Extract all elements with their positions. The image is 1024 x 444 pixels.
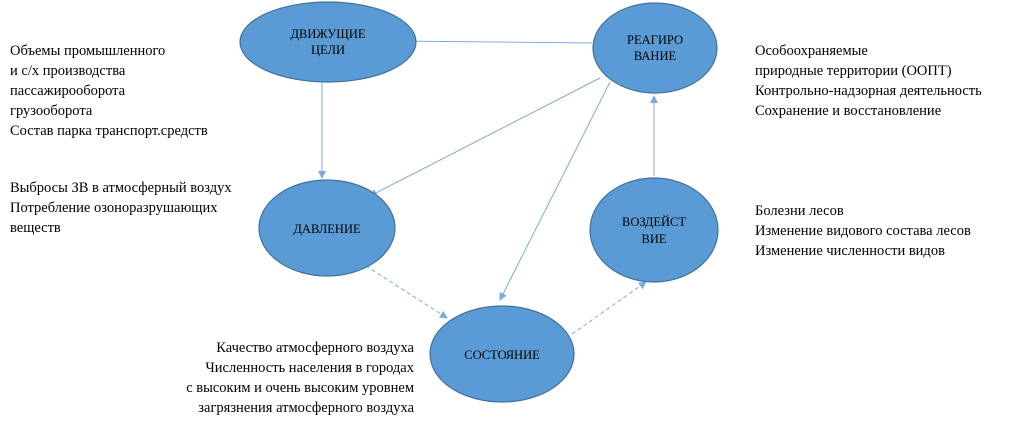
annotation-line: Сохранение и восстановление — [755, 103, 942, 119]
annotation-line: Состав парка транспорт.средств — [10, 123, 208, 139]
annotation-line: Контрольно-надзорная деятельность — [755, 83, 982, 99]
annotation-line: веществ — [10, 220, 61, 236]
annotation-line: Выбросы ЗВ в атмосферный воздух — [10, 180, 232, 196]
state-annotation: Качество атмосферного воздуха Численност… — [186, 338, 414, 418]
annotation-line: грузооборота — [10, 103, 93, 119]
annotation-line: Особоохраняемые — [755, 43, 868, 59]
node-driving-forces-label-2: ЦЕЛИ — [311, 43, 345, 57]
impact-annotation: Болезни лесов Изменение видового состава… — [755, 201, 971, 261]
node-state-label: СОСТОЯНИЕ — [464, 348, 540, 362]
node-impact-label-1: ВОЗДЕЙСТ — [622, 215, 686, 229]
arrow-response-to-state — [499, 81, 611, 301]
node-impact: ВОЗДЕЙСТ ВИЕ — [589, 177, 719, 283]
response-annotation: Особоохраняемые природные территории (ОО… — [755, 41, 982, 121]
node-state: СОСТОЯНИЕ — [429, 305, 575, 403]
annotation-line: пассажирооборота — [10, 83, 126, 99]
annotation-line: Численность населения в городах — [205, 360, 414, 376]
annotation-line: Болезни лесов — [755, 203, 844, 219]
arrow-state-to-impact — [571, 281, 647, 335]
annotation-line: природные территории (ООПТ) — [755, 63, 952, 79]
node-response-label-1: РЕАГИРО — [627, 33, 683, 47]
driving-forces-annotation: Объемы промышленного и с/х производства … — [10, 41, 208, 141]
annotation-line: Потребление озоноразрушающих — [10, 200, 218, 216]
annotation-line: загрязнения атмосферного воздуха — [198, 400, 414, 416]
annotation-line: Качество атмосферного воздуха — [216, 340, 414, 356]
node-impact-label-2: ВИЕ — [642, 232, 667, 246]
node-driving-forces: ДВИЖУЩИЕ ЦЕЛИ — [239, 1, 417, 83]
node-response-label-2: ВАНИЕ — [634, 49, 677, 63]
annotation-line: с высоким и очень высоким уровнем — [186, 380, 414, 396]
pressure-annotation: Выбросы ЗВ в атмосферный воздух Потребле… — [10, 178, 232, 238]
arrow-pressure-to-state — [359, 261, 448, 319]
node-pressure: ДАВЛЕНИЕ — [258, 179, 396, 277]
arrow-response-to-pressure — [369, 77, 601, 197]
annotation-line: Объемы промышленного — [10, 43, 166, 59]
node-response: РЕАГИРО ВАНИЕ — [592, 2, 718, 94]
annotation-line: и с/х производства — [10, 63, 126, 79]
node-driving-forces-label-1: ДВИЖУЩИЕ — [290, 27, 365, 41]
annotation-line: Изменение видового состава лесов — [755, 223, 971, 239]
arrow-response-to-driving-forces — [391, 37, 593, 46]
node-pressure-label: ДАВЛЕНИЕ — [293, 222, 361, 236]
annotation-line: Изменение численности видов — [755, 243, 945, 259]
